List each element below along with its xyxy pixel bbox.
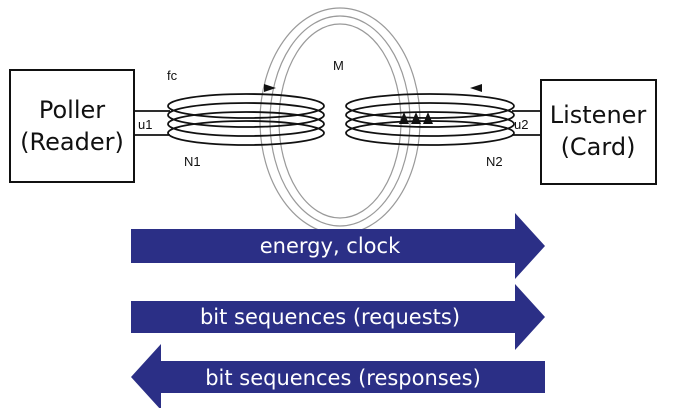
induced-current-arrows: [399, 112, 433, 124]
coil-n1: [167, 93, 325, 146]
requests-arrow-label: bit sequences (requests): [200, 305, 460, 329]
requests-arrow: [131, 284, 545, 350]
n2-label: N2: [486, 154, 503, 169]
coil-n2: [345, 93, 515, 146]
coil-n1-direction-arrow: [264, 84, 276, 92]
responses-arrow: [131, 344, 545, 408]
n1-label: N1: [184, 154, 201, 169]
energy-clock-arrow-label: energy, clock: [260, 234, 401, 258]
field-loop-3: [259, 7, 421, 235]
listener-box: [540, 79, 657, 185]
energy-clock-arrow: [131, 213, 545, 279]
field-loop-2: [269, 15, 411, 227]
poller-wires: [134, 110, 170, 136]
magnetic-field: [259, 7, 421, 235]
m-label: M: [333, 58, 344, 73]
listener-label-line2: (Card): [561, 133, 636, 161]
coil-n2-direction-arrow: [470, 84, 482, 92]
listener-wires: [512, 110, 541, 136]
field-loop-1: [278, 23, 402, 219]
poller-box: [9, 69, 135, 183]
listener-label-line1: Listener: [550, 101, 647, 129]
fc-label: fc: [167, 68, 178, 83]
responses-arrow-label: bit sequences (responses): [205, 366, 481, 390]
u2-label: u2: [514, 117, 528, 132]
u1-label: u1: [138, 117, 152, 132]
poller-label-line1: Poller: [39, 96, 105, 124]
poller-label-line2: (Reader): [20, 128, 124, 156]
